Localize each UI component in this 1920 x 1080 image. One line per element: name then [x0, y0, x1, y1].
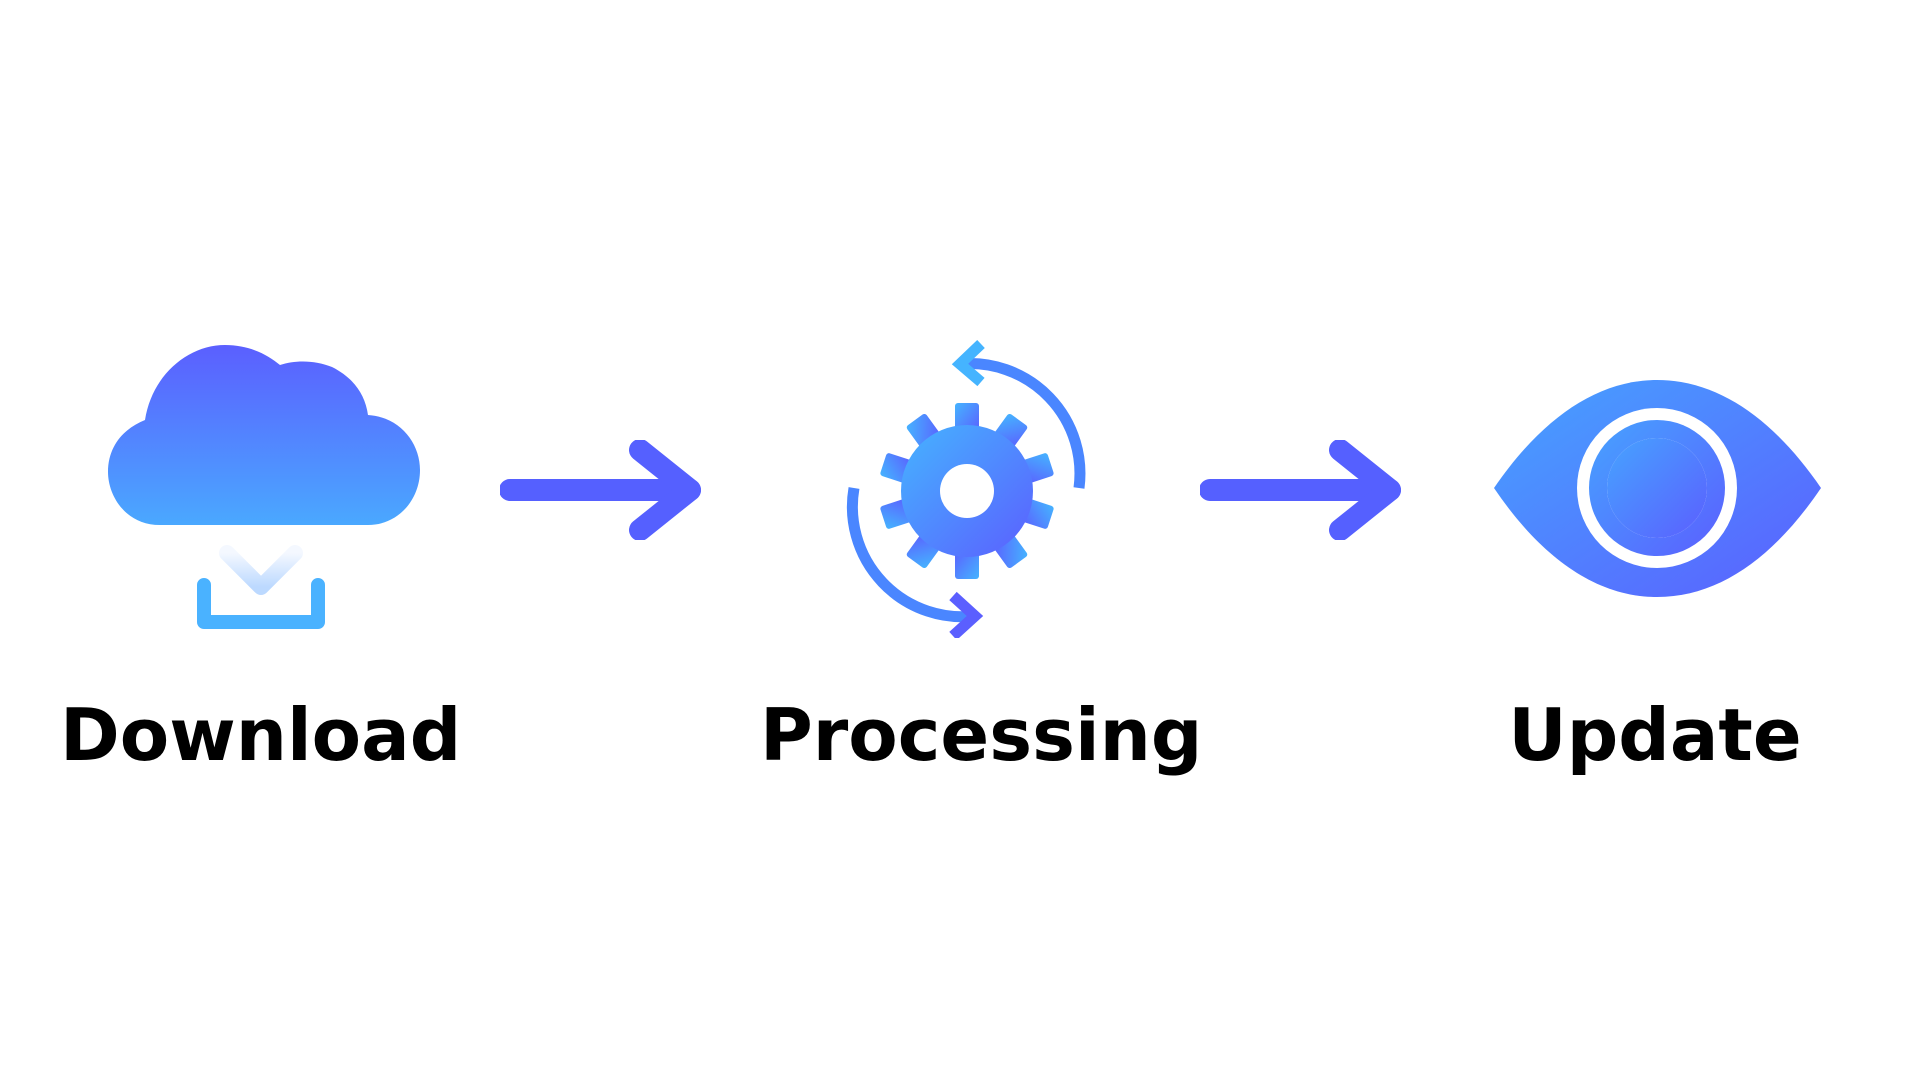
step-label-download: Download — [60, 693, 462, 777]
arrow-right-icon — [1200, 440, 1405, 540]
eye-icon — [1490, 376, 1825, 601]
cloud-download-icon — [100, 335, 430, 635]
step-label-update: Update — [1508, 693, 1802, 777]
gear-refresh-icon — [832, 338, 1102, 638]
arrow-right-icon — [500, 440, 705, 540]
step-label-processing: Processing — [760, 693, 1203, 777]
